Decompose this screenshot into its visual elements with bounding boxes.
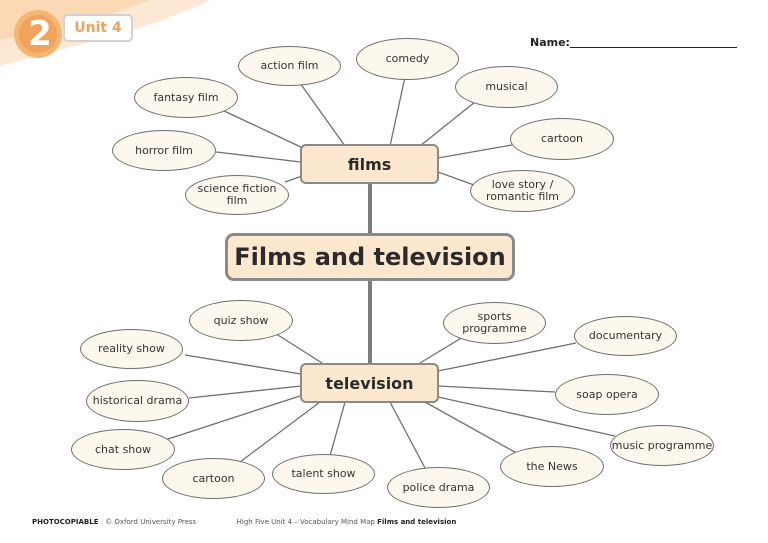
- tv-type-sports-programme: sports programme: [443, 302, 546, 344]
- film-type-love-story: love story / romantic film: [470, 170, 575, 212]
- unit-label-tab: Unit 4: [63, 14, 133, 42]
- film-type-horror-film: horror film: [112, 130, 216, 171]
- tv-type-cartoon: cartoon: [162, 458, 265, 499]
- name-label: Name:: [530, 36, 570, 49]
- television-hub-node: television: [300, 363, 439, 403]
- tv-type-reality-show: reality show: [80, 329, 183, 369]
- tv-type-talent-show: talent show: [272, 454, 375, 494]
- page-footer: PHOTOCOPIABLE © Oxford University Press …: [32, 518, 456, 526]
- film-type-comedy: comedy: [356, 38, 459, 80]
- tv-type-police-drama: police drama: [387, 467, 490, 508]
- tv-type-the-news: the News: [500, 446, 604, 487]
- name-write-line[interactable]: [570, 47, 737, 48]
- tv-type-music-programme: music programme: [610, 425, 714, 466]
- unit-number-badge: 2: [28, 14, 52, 54]
- film-type-fantasy-film: fantasy film: [134, 77, 238, 118]
- course-reference: High Five Unit 4 – Vocabulary Mind Map: [236, 518, 375, 526]
- film-type-science-fiction-film: science fiction film: [185, 175, 289, 215]
- film-type-cartoon: cartoon: [510, 118, 614, 160]
- photocopiable-label: PHOTOCOPIABLE: [32, 518, 99, 526]
- tv-type-documentary: documentary: [574, 316, 677, 356]
- tv-type-soap-opera: soap opera: [555, 374, 659, 415]
- tv-type-quiz-show: quiz show: [189, 300, 293, 341]
- tv-type-historical-drama: historical drama: [86, 380, 189, 422]
- film-type-action-film: action film: [238, 46, 341, 86]
- films-hub-node: films: [300, 144, 439, 184]
- copyright-text: © Oxford University Press: [105, 518, 197, 526]
- footer-topic: Films and television: [377, 518, 457, 526]
- center-topic-node: Films and television: [225, 233, 515, 281]
- film-type-musical: musical: [455, 66, 558, 108]
- tv-type-chat-show: chat show: [71, 429, 175, 470]
